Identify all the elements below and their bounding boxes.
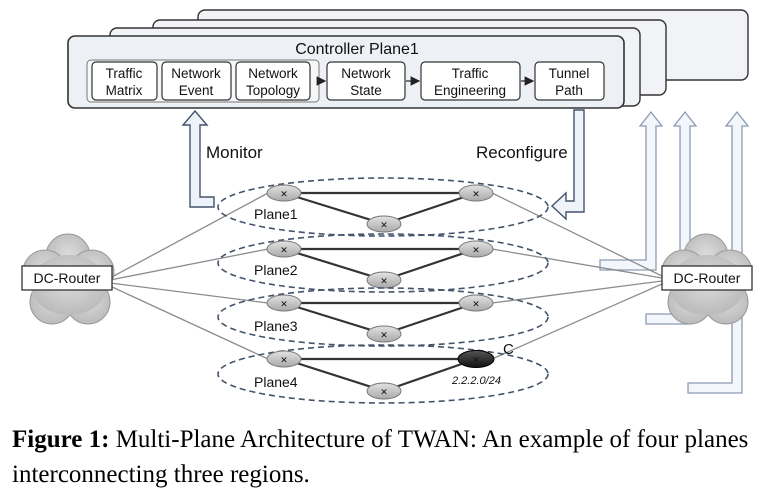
plane-1: ✕ ✕ ✕ Plane1	[217, 177, 549, 237]
dc-router-right: DC-Router	[661, 265, 753, 291]
monitor-arrow	[181, 109, 215, 208]
svg-text:✕: ✕	[280, 245, 288, 255]
svg-text:✕: ✕	[380, 220, 388, 230]
router-icon: ✕	[458, 184, 494, 202]
svg-text:✕: ✕	[472, 355, 480, 365]
router-icon: ✕	[366, 215, 402, 233]
svg-text:✕: ✕	[472, 299, 480, 309]
svg-text:Traffic: Traffic	[452, 66, 489, 81]
plane-label: Plane2	[254, 262, 298, 278]
module-network-state: Network State	[326, 61, 406, 101]
svg-text:Network: Network	[171, 66, 221, 81]
plane-label: Plane1	[254, 206, 298, 222]
svg-text:✕: ✕	[472, 189, 480, 199]
router-icon: ✕	[458, 240, 494, 258]
module-tunnel-path: Tunnel Path	[534, 61, 605, 101]
architecture-diagram: Controller Plane1 Traffic Matrix Network…	[21, 9, 753, 404]
svg-text:✕: ✕	[472, 245, 480, 255]
svg-text:✕: ✕	[280, 355, 288, 365]
plane-3: ✕ ✕ ✕ Plane3	[217, 287, 549, 347]
svg-text:Event: Event	[179, 83, 214, 98]
reconfigure-label: Reconfigure	[476, 143, 568, 162]
dc-router-left: DC-Router	[21, 265, 113, 291]
router-icon: ✕	[266, 184, 302, 202]
controller-title: Controller Plane1	[295, 41, 419, 58]
prefix-label: 2.2.2.0/24	[451, 375, 501, 387]
router-icon: ✕	[266, 294, 302, 312]
svg-text:Matrix: Matrix	[106, 83, 143, 98]
svg-text:✕: ✕	[380, 387, 388, 397]
module-traffic-engineering: Traffic Engineering	[420, 61, 521, 101]
figure-caption: Figure 1: Multi-Plane Architecture of TW…	[12, 422, 767, 492]
controller-plane1: Controller Plane1 Traffic Matrix Network…	[67, 35, 625, 109]
svg-text:Engineering: Engineering	[434, 83, 506, 98]
svg-text:Path: Path	[555, 83, 583, 98]
module-network-event: Network Event	[161, 61, 232, 101]
svg-text:✕: ✕	[280, 299, 288, 309]
caption-label: Figure 1:	[12, 426, 110, 453]
reconfigure-arrow	[550, 109, 585, 221]
svg-text:Network: Network	[341, 66, 391, 81]
router-icon: ✕	[458, 294, 494, 312]
module-traffic-matrix: Traffic Matrix	[91, 61, 158, 101]
svg-text:✕: ✕	[380, 276, 388, 286]
plane-label: Plane3	[254, 318, 298, 334]
svg-text:Tunnel: Tunnel	[549, 66, 590, 81]
module-network-topology: Network Topology	[235, 61, 311, 101]
router-icon: ✕	[366, 382, 402, 400]
plane-4: ✕ ✕ ✕ Plane4 C 2.2.2.0/24	[217, 341, 549, 404]
router-icon: ✕	[266, 240, 302, 258]
plane-label: Plane4	[254, 374, 298, 390]
svg-text:DC-Router: DC-Router	[674, 270, 741, 286]
router-c-label: C	[503, 341, 514, 358]
router-icon: ✕	[366, 325, 402, 343]
svg-text:✕: ✕	[380, 330, 388, 340]
svg-text:DC-Router: DC-Router	[34, 270, 101, 286]
svg-text:Topology: Topology	[246, 83, 300, 98]
dc-links	[109, 192, 663, 360]
router-icon: ✕	[366, 271, 402, 289]
svg-text:Traffic: Traffic	[106, 66, 143, 81]
plane-2: ✕ ✕ ✕ Plane2	[217, 233, 549, 293]
caption-text: Multi-Plane Architecture of TWAN: An exa…	[12, 426, 749, 488]
svg-text:Network: Network	[248, 66, 298, 81]
router-icon: ✕	[266, 350, 302, 368]
svg-text:State: State	[350, 83, 382, 98]
router-c-icon: ✕	[457, 350, 495, 368]
svg-text:✕: ✕	[280, 189, 288, 199]
monitor-label: Monitor	[206, 143, 263, 162]
